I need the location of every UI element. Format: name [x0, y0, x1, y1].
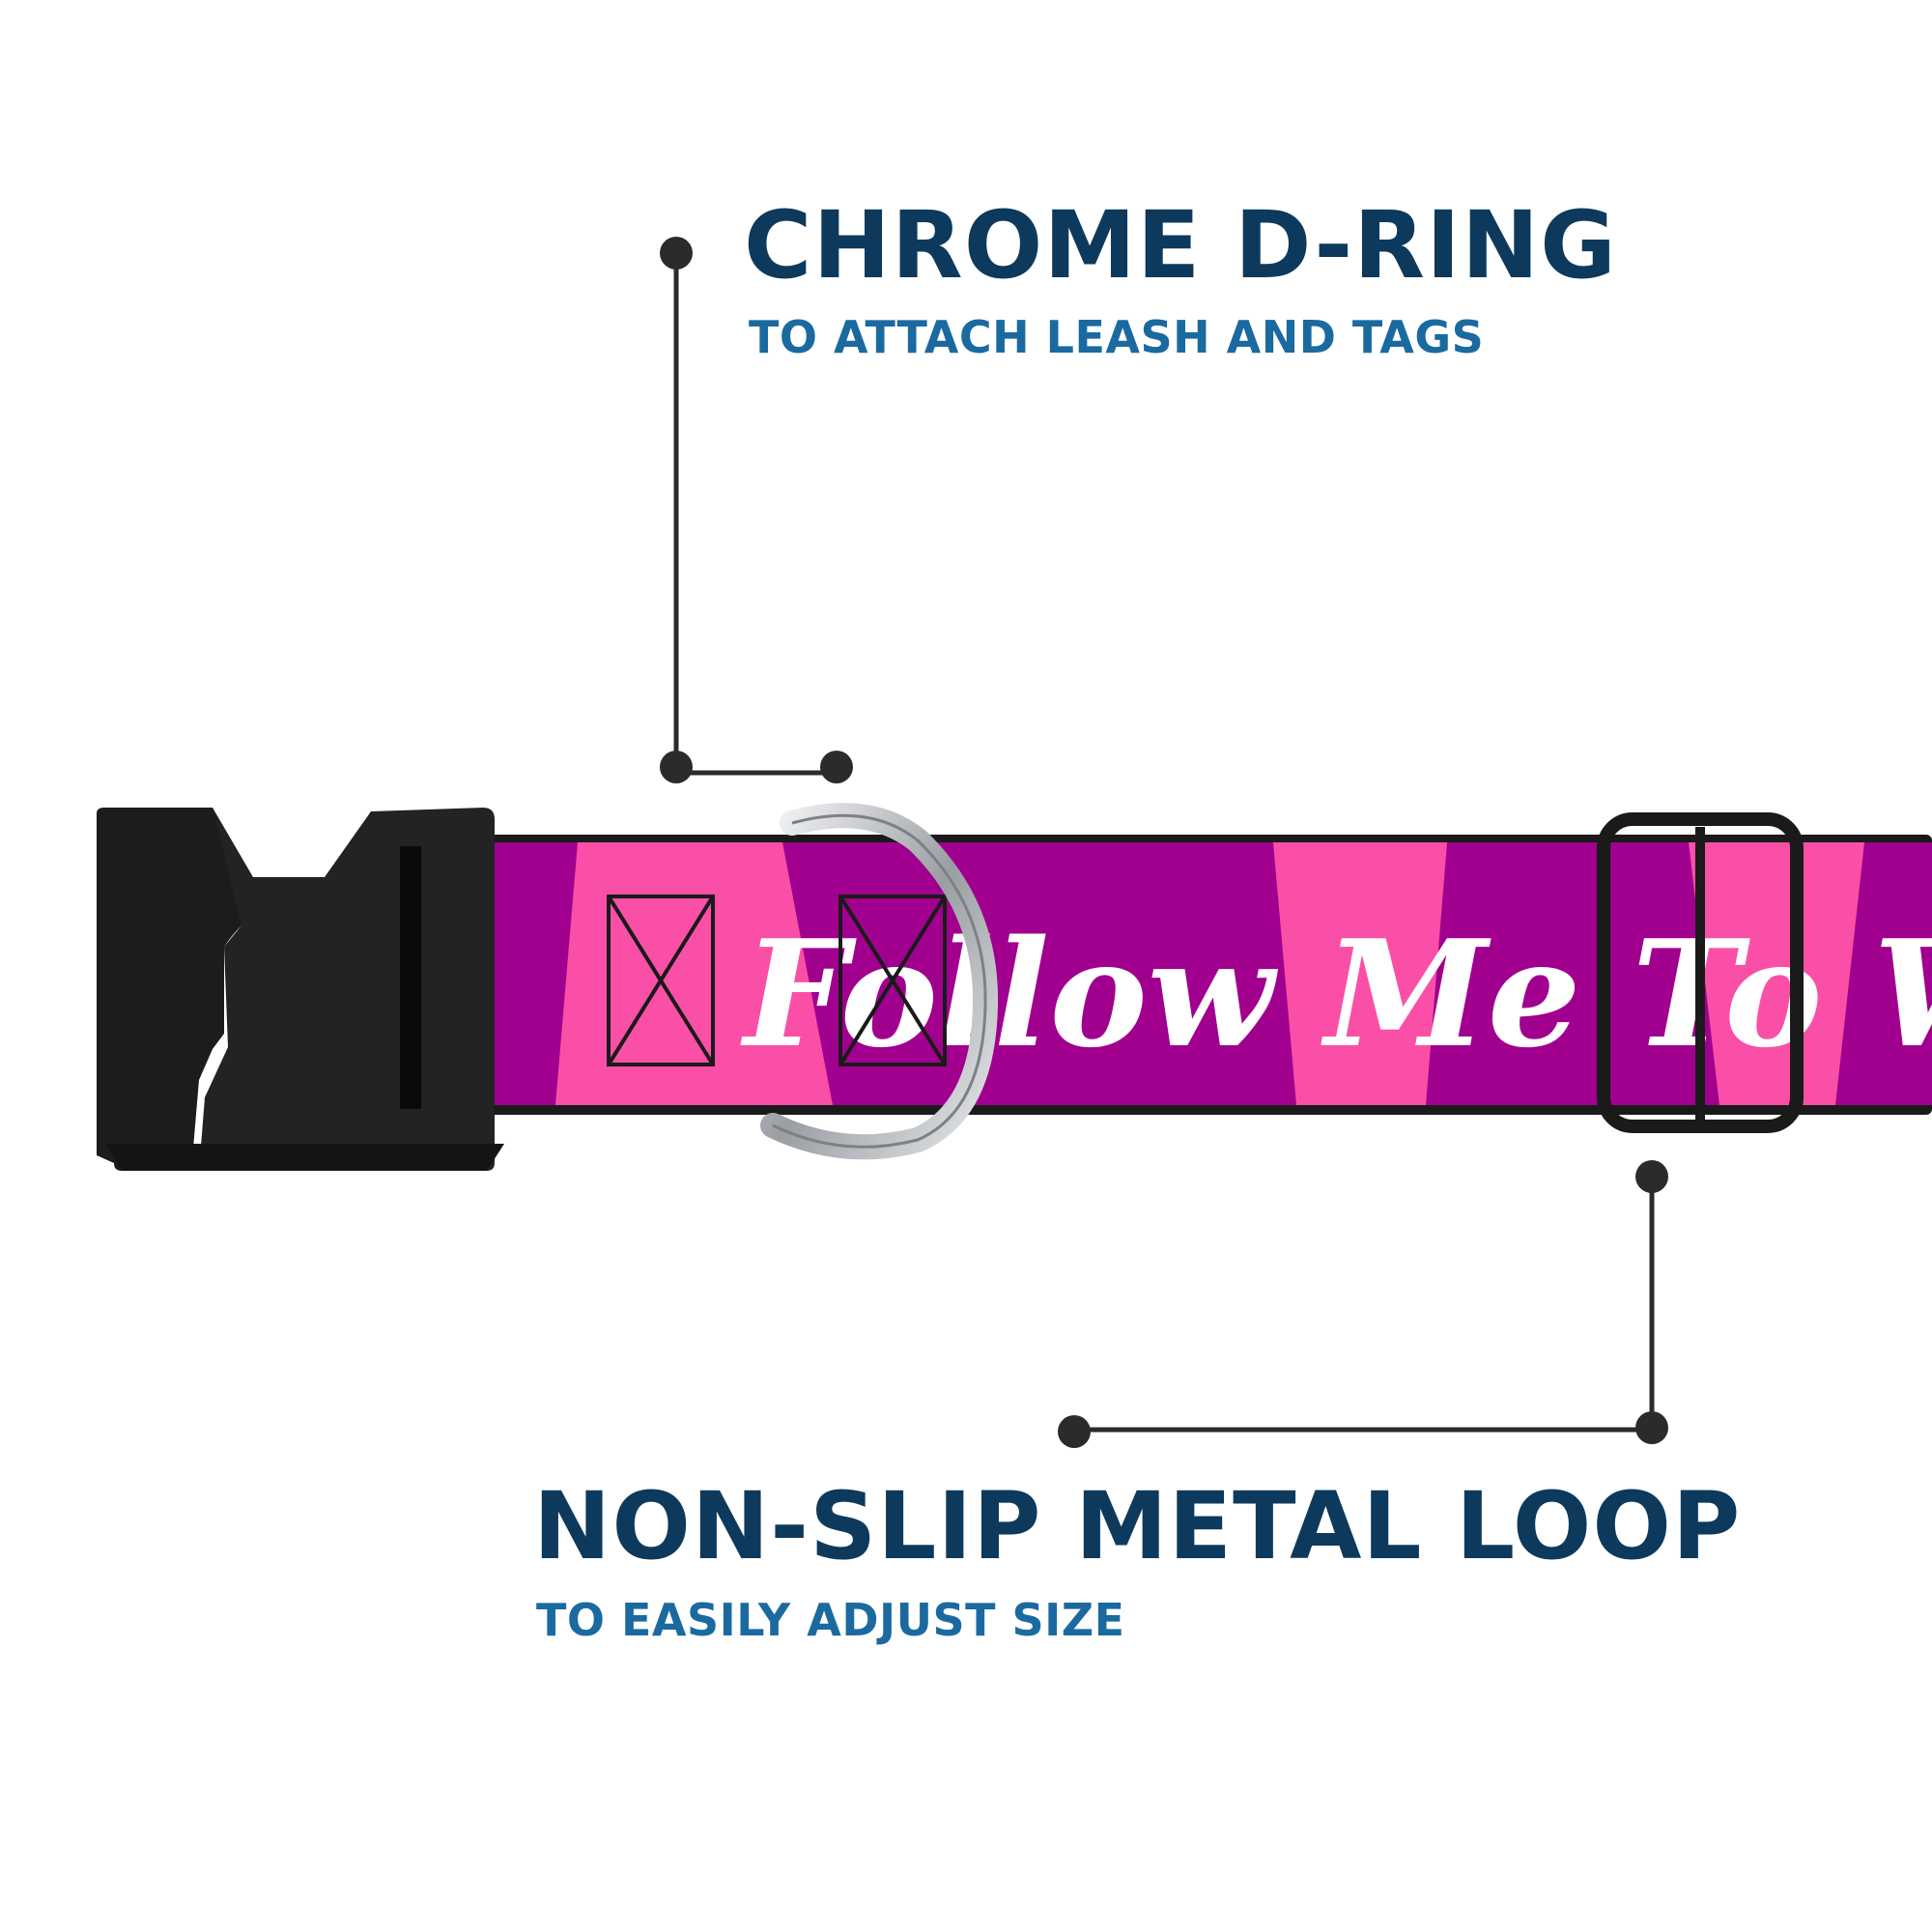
pink-stripe [1273, 842, 1447, 1105]
loop-leader-line [1058, 1160, 1668, 1448]
d-ring-leader-line [660, 237, 853, 783]
pink-stripe [1689, 842, 1864, 1105]
d-ring-callout-title: CHROME D-RING [744, 191, 1617, 299]
loop-callout-subtitle: TO EASILY ADJUST SIZE [536, 1594, 1125, 1646]
d-ring-callout-subtitle: TO ATTACH LEASH AND TAGS [749, 311, 1485, 363]
adjustable-slide-loop [1597, 812, 1804, 1133]
chrome-d-ring [760, 803, 999, 1160]
collar-print-text: Follow Me To W [740, 907, 1932, 1080]
collar-strap: Follow Me To W [406, 835, 1932, 1115]
box-x-stitching [607, 895, 947, 1066]
side-release-buckle [97, 808, 504, 1171]
loop-callout-title: NON-SLIP METAL LOOP [533, 1472, 1742, 1580]
